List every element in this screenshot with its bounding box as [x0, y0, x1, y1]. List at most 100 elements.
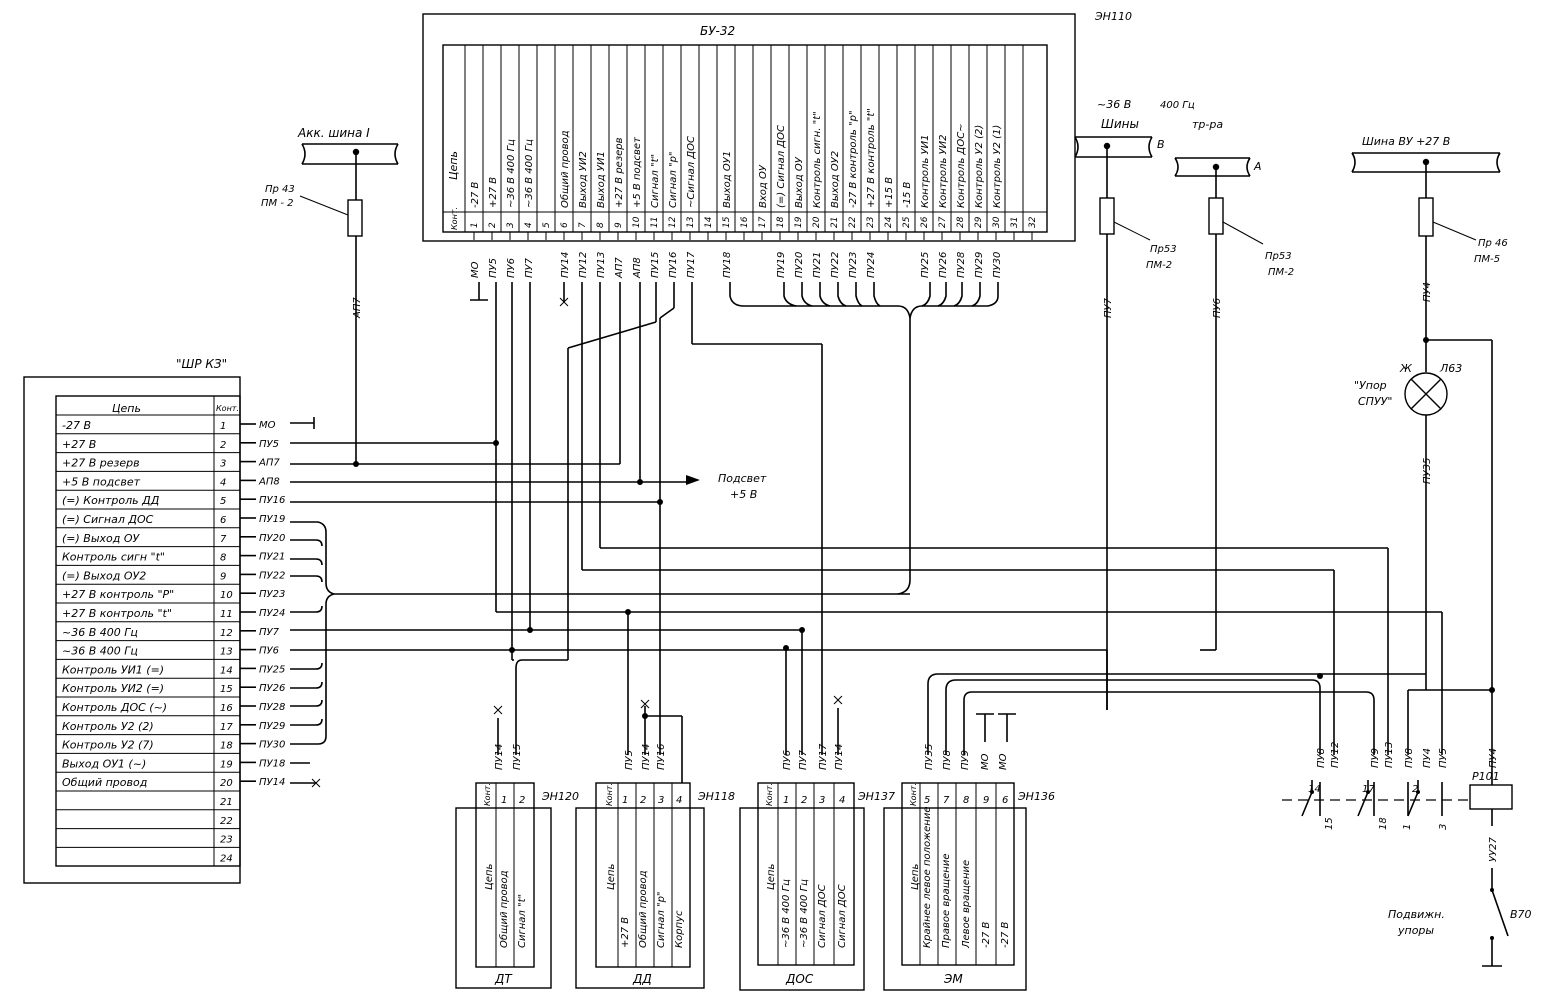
shrk3-row-wire: МО	[259, 420, 276, 431]
backlight-label-1: Подсвет	[718, 472, 767, 485]
bu32-pin-number: 8	[596, 222, 606, 228]
bu32-pin-number: 3	[506, 222, 516, 228]
shrk3-row-number: 6	[220, 515, 226, 526]
shrk3-row-wire: ПУ20	[259, 533, 285, 544]
bu32-wire-label: МО	[470, 261, 481, 278]
dt-name: ДТ	[494, 972, 513, 986]
shrk3-row-wire: ПУ23	[259, 589, 285, 600]
transformer-buses: ~36 В Шины 400 Гц тр-ра В А Пр53 ПМ-2 Пр…	[1074, 98, 1294, 710]
dt-pin-circuit: Общий провод	[498, 870, 510, 948]
bu32-pin-number: 7	[578, 222, 588, 228]
bu32-pin-circuit: +15 В	[884, 177, 895, 208]
relay-contact-number: 17	[1362, 784, 1375, 795]
bu32-pin-circuit: +5 В подсвет	[632, 136, 643, 208]
bu32-wire-label: ПУ20	[794, 252, 805, 278]
dt-ref: ЭН120	[541, 790, 579, 803]
shrk3-row-wire: ПУ30	[259, 740, 285, 751]
bu32-pin-number: 20	[812, 216, 822, 228]
shrk3-row-circuit: +27 В	[62, 438, 96, 451]
em-ref: ЭН136	[1017, 790, 1055, 803]
shrk3-row-circuit: +27 В резерв	[62, 457, 140, 470]
dos-pin-circuit: ~36 В 400 Гц	[781, 879, 792, 948]
shrk3-row-number: 3	[220, 459, 226, 470]
shrk3-row-circuit: Общий провод	[62, 776, 147, 789]
shrk3-row-wire: ПУ26	[259, 683, 285, 694]
dos-pin-circuit: ~36 В 400 Гц	[799, 879, 810, 948]
bu32-pin-circuit: Контроль УИ2	[938, 135, 949, 208]
dos-pin-circuit: Сигнал ДОС	[837, 884, 848, 948]
wiring	[290, 282, 1513, 967]
shrk3-row-circuit: Контроль сигн "t"	[62, 551, 165, 564]
tr-wire-b: ПУ7	[1103, 297, 1114, 318]
dd-header-contact: Конт.	[605, 783, 614, 806]
stops-label-2: упоры	[1397, 924, 1434, 937]
em-pin-number: 8	[963, 795, 969, 806]
dd-pin-circuit: Корпус	[674, 910, 685, 948]
dd-pin-circuit: +27 В	[620, 917, 631, 948]
shrk3-row-wire: ПУ29	[259, 721, 285, 732]
dos-name: ДОС	[785, 972, 814, 986]
shrk3-row-number: 19	[220, 759, 233, 770]
tr-of-label: тр-ра	[1192, 118, 1223, 131]
relay-wire-label: ПУ5	[1438, 748, 1449, 768]
akk-bus: Акк. шина I Пр 43 ПМ - 2 АП7	[261, 126, 399, 465]
bu32-wire-label: ПУ15	[650, 252, 661, 278]
shrk3-row-circuit: Выход ОУ1 (~)	[62, 757, 146, 770]
dos-wire-label: ПУ14	[834, 744, 845, 770]
shrk3-row-number: 13	[220, 647, 233, 658]
bu32-pin-number: 6	[560, 222, 570, 228]
bu32-wire-label: ПУ13	[596, 252, 607, 278]
dos-header-contact: Конт.	[765, 783, 774, 806]
bu32-pin-circuit: Общий провод	[559, 130, 571, 208]
bu32-pin-number: 30	[992, 216, 1002, 228]
bu32-ref: ЭН110	[1094, 10, 1132, 23]
tr-bus-b-letter: В	[1157, 138, 1165, 151]
shrk3-row-wire: ПУ16	[259, 495, 285, 506]
dd-pin-number: 1	[622, 795, 628, 806]
dt-wire-label: ПУ15	[512, 744, 523, 770]
lamp-ref: Л63	[1439, 362, 1462, 375]
shrk3-row-number: 4	[220, 477, 226, 488]
bu32-pin-number: 19	[794, 216, 804, 228]
dos-ref: ЭН137	[857, 790, 895, 803]
relay-coil-wire: УУ27	[1488, 836, 1499, 862]
shrk3-row-circuit: ~36 В 400 Гц	[62, 626, 138, 639]
dd-sensor: ЭН118 ДД	[575, 782, 735, 989]
bu32-pin-number: 16	[740, 216, 750, 228]
shrk3-row-circuit: ~36 В 400 Гц	[62, 645, 138, 658]
bu32-pin-circuit: Выход УИ2	[578, 151, 589, 208]
bu32-wire-label: ПУ30	[992, 252, 1003, 278]
bu32-pin-circuit: Контроль УИ1	[920, 135, 931, 208]
shrk3-row-wire: ПУ6	[259, 646, 279, 657]
bu32-pin-number: 28	[956, 216, 966, 228]
bu32-pin-number: 11	[650, 217, 660, 228]
em-wire-label: ПУ9	[960, 750, 971, 770]
vu-bus: Шина ВУ +27 В Пр 46 ПМ-5 ПУ4	[1351, 135, 1508, 755]
shrk3-row-circuit: +27 В контроль "t"	[62, 607, 172, 620]
dt-wire-label: ПУ14	[494, 744, 505, 770]
lamp-wire: ПУ35	[1422, 458, 1433, 484]
shrk3-row-wire: ПУ14	[259, 777, 285, 788]
akk-bus-label: Акк. шина I	[297, 126, 370, 140]
tr-fuse-a-type: ПМ-2	[1268, 267, 1294, 278]
bu32-wire-label: ПУ7	[524, 257, 535, 278]
shrk3-row-number: 20	[220, 778, 233, 789]
tr-fuse-a-ref: Пр53	[1265, 251, 1292, 262]
shrk3-row-circuit: (=) Выход ОУ	[62, 532, 141, 545]
shrk3-row-number: 21	[220, 797, 233, 808]
bu32-wire-label: ПУ6	[506, 258, 517, 278]
shrk3-row-number: 7	[220, 534, 227, 545]
relay-wire-label: ПУ8	[1404, 748, 1415, 768]
shrk3-row-wire: ПУ21	[259, 552, 285, 563]
bu32-pin-number: 9	[614, 222, 624, 228]
em-pin-number: 7	[943, 795, 950, 806]
shrk3-row-circuit: Контроль У2 (2)	[62, 720, 154, 733]
tr-fuse-b-ref: Пр53	[1150, 244, 1177, 255]
akk-fuse-type: ПМ - 2	[261, 198, 293, 209]
shrk3-row-wire: ПУ22	[259, 570, 285, 581]
shrk3-row-circuit: (=) Контроль ДД	[62, 494, 160, 507]
bu32-wire-label: ПУ28	[956, 252, 967, 278]
bu32-pin-number: 18	[776, 216, 786, 228]
